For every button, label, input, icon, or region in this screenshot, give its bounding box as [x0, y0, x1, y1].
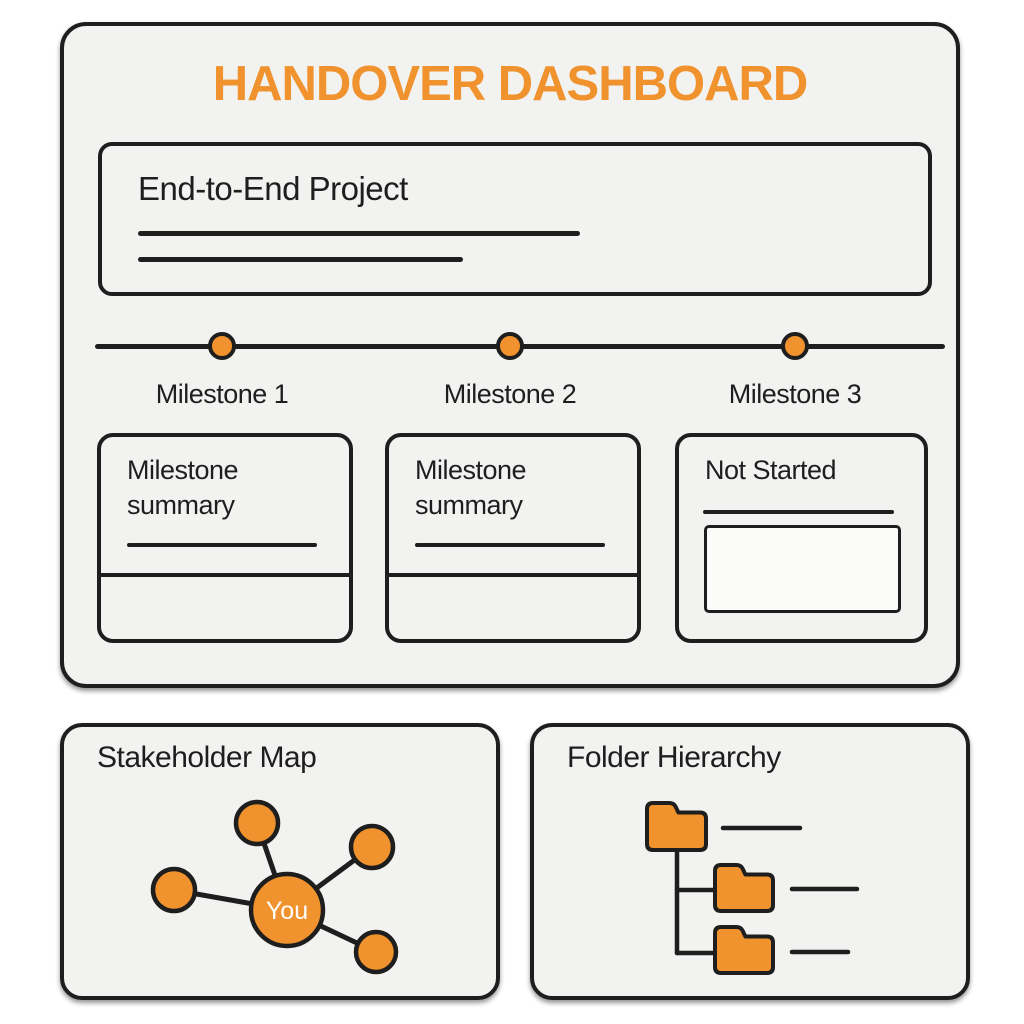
stakeholder-map-panel: Stakeholder Map You	[60, 723, 500, 1000]
milestone-1-label: Milestone 1	[155, 379, 289, 409]
card-footer-section	[389, 577, 637, 639]
placeholder-line	[138, 257, 463, 262]
placeholder-line	[703, 510, 894, 514]
milestone-2-dot	[496, 332, 524, 360]
milestone-3-label: Milestone 3	[728, 379, 862, 409]
placeholder-line	[138, 231, 580, 236]
milestone-card-title: Milestone summary	[127, 455, 239, 521]
card-divider	[101, 573, 349, 577]
stakeholder-network-graphic: You	[150, 799, 399, 975]
stakeholder-map-title: Stakeholder Map	[97, 741, 317, 774]
folder-label-placeholder-lines	[720, 825, 860, 955]
milestone-1-dot	[208, 332, 236, 360]
milestone-summary-card-1: Milestone summary	[97, 433, 353, 643]
milestone-2-label: Milestone 2	[443, 379, 577, 409]
folder-hierarchy-title: Folder Hierarchy	[567, 741, 781, 774]
handover-dashboard-panel: HANDOVER DASHBOARD End-to-End Project Mi…	[60, 22, 960, 688]
card-divider	[389, 573, 637, 577]
milestone-card-title: Milestone summary	[415, 455, 527, 521]
folder-icon	[645, 801, 708, 852]
project-card-title: End-to-End Project	[138, 170, 408, 207]
stakeholder-node	[353, 929, 399, 975]
not-started-card-title: Not Started	[705, 455, 837, 485]
milestone-3-dot	[781, 332, 809, 360]
dashboard-title: HANDOVER DASHBOARD	[212, 57, 809, 111]
folder-tree-graphic	[645, 801, 860, 975]
stakeholder-node	[150, 866, 198, 914]
folder-icon	[713, 925, 775, 975]
stakeholder-node	[348, 823, 396, 871]
project-card: End-to-End Project	[98, 142, 932, 296]
folder-hierarchy-panel: Folder Hierarchy	[530, 723, 970, 1000]
milestone-summary-card-2: Milestone summary	[385, 433, 641, 643]
empty-inset-box	[704, 525, 901, 613]
not-started-card: Not Started	[675, 433, 928, 643]
placeholder-line	[127, 543, 317, 547]
stakeholder-node	[233, 799, 281, 847]
you-node	[248, 871, 326, 949]
tree-connector-lines	[674, 847, 718, 956]
card-footer-section	[101, 577, 349, 639]
folder-icon	[713, 863, 775, 913]
placeholder-line	[415, 543, 605, 547]
you-node-label: You	[266, 897, 308, 925]
